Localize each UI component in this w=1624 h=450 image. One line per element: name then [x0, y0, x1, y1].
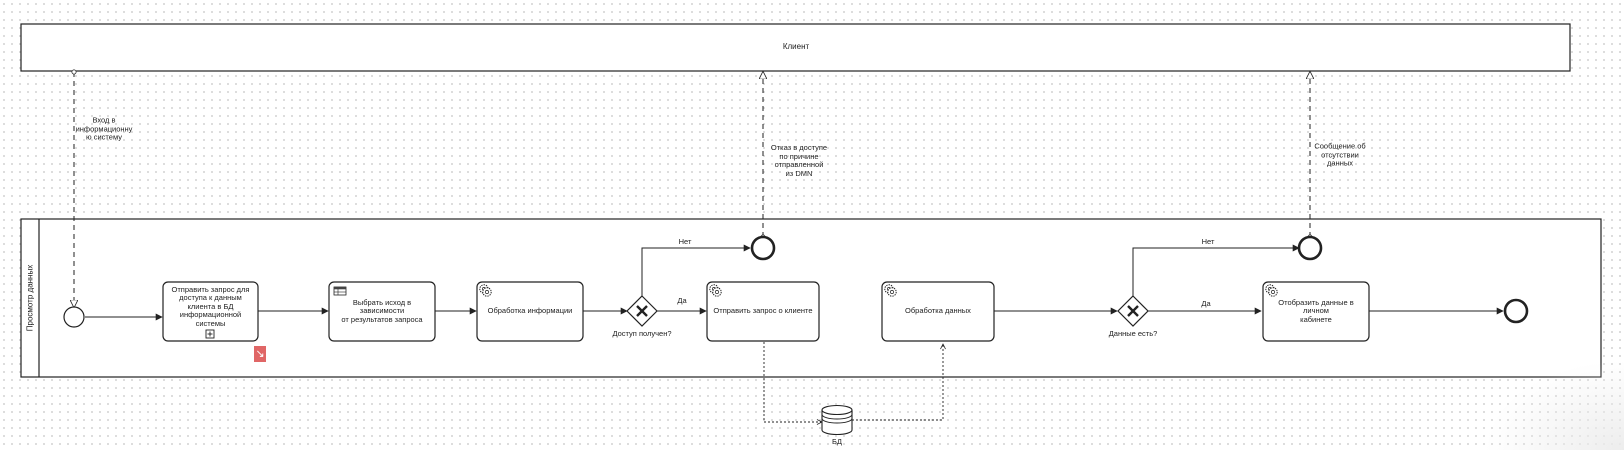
gear-icon [1265, 284, 1278, 297]
task-process-info[interactable] [476, 281, 584, 342]
client-pool-title: Клиент [782, 41, 810, 51]
task-choose-outcome-label: Выбрать исход в зависимости от результат… [341, 297, 423, 324]
task-send-request-db[interactable] [162, 281, 259, 342]
gear-icon [709, 284, 722, 297]
gateway-data-yes-label: Да [1201, 298, 1211, 308]
process-pool-title: Просмотр данных [25, 264, 35, 332]
task-send-client-request[interactable] [706, 281, 820, 342]
gear-icon [884, 284, 897, 297]
gear-icon [479, 284, 492, 297]
flow-gateway2-no[interactable] [1132, 244, 1300, 296]
task-process-info-label: Обработка информации [487, 306, 573, 316]
task-process-data[interactable] [881, 281, 995, 342]
watermark [1484, 360, 1624, 450]
gateway-access-yes-label: Да [677, 295, 687, 305]
end-event-access-denied[interactable] [750, 235, 776, 261]
arrow-icon[interactable]: ↘ [254, 346, 266, 362]
gateway-data-label: Данные есть? [1108, 328, 1158, 338]
client-pool[interactable] [20, 23, 1571, 72]
task-send-client-request-label: Отправить запрос о клиенте [713, 306, 813, 316]
x-icon [1127, 305, 1139, 317]
start-event[interactable] [63, 306, 85, 328]
data-association-request-to-db[interactable] [763, 342, 822, 422]
task-send-request-db-label: Отправить запрос для доступа к данным кл… [171, 284, 250, 328]
data-association-db-to-processing[interactable] [852, 344, 943, 421]
gateway-data[interactable] [1117, 295, 1149, 327]
message-login-label: Вход в информационну ю систему [75, 115, 133, 142]
table-icon [333, 286, 347, 296]
gateway-access-label: Доступ получен? [612, 328, 672, 338]
message-access-denied-label: Отказ в доступе по причине отправленной … [770, 143, 828, 178]
datastore-db[interactable] [821, 404, 853, 436]
gateway-data-no-label: Нет [1201, 236, 1215, 246]
gateway-access-no-label: Нет [678, 236, 692, 246]
flow-gateway-no[interactable] [641, 244, 751, 296]
message-no-data-label: Сообщение об отсутствии данных [1314, 141, 1366, 168]
plus-icon[interactable] [205, 329, 215, 339]
x-icon [636, 305, 648, 317]
end-event[interactable] [1503, 298, 1529, 324]
end-event-no-data[interactable] [1297, 235, 1323, 261]
task-choose-outcome[interactable] [328, 281, 436, 342]
task-process-data-label: Обработка данных [905, 306, 971, 316]
task-show-data-label: Отобразить данные в личном кабинете [1278, 297, 1354, 324]
gateway-access[interactable] [626, 295, 658, 327]
task-show-data[interactable] [1262, 281, 1370, 342]
datastore-label: БД [831, 436, 843, 446]
